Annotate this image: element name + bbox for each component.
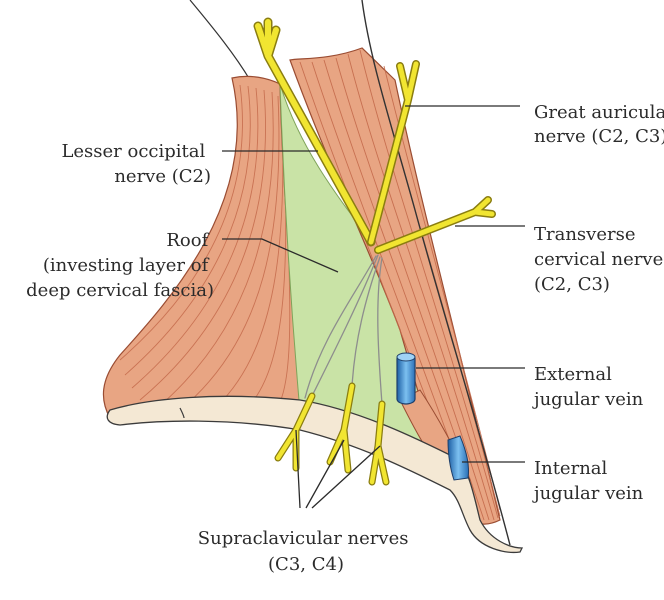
label-roof: Roof (investing layer of deep cervical f… xyxy=(26,230,214,301)
label-internal-jugular: Internal jugular vein xyxy=(532,458,644,504)
lesser-occipital-nerve xyxy=(253,17,376,247)
transverse-cervical-nerve xyxy=(374,196,496,254)
label-supraclavicular: Supraclavicular nerves (C3, C4) xyxy=(198,528,414,575)
internal-jugular-vein xyxy=(447,435,469,481)
leader-supraclavicular xyxy=(295,429,381,509)
labels: Great auricular nerve (C2, C3) Lesser oc… xyxy=(26,102,664,575)
label-transverse-cervical: Transverse cervical nerve (C2, C3) xyxy=(534,224,664,295)
great-auricular-nerve xyxy=(367,60,420,246)
external-jugular-vein xyxy=(396,352,416,405)
label-great-auricular: Great auricular nerve (C2, C3) xyxy=(534,102,664,147)
neck-outline xyxy=(361,0,511,546)
supraclavicular-trunks xyxy=(304,254,383,405)
label-external-jugular: External jugular vein xyxy=(532,364,644,410)
label-lesser-occipital: Lesser occipital nerve (C2) xyxy=(61,141,211,187)
leader-lines xyxy=(222,105,525,509)
nerves xyxy=(253,17,496,486)
clavicle xyxy=(106,395,524,554)
supraclavicular-nerve-branches xyxy=(274,382,390,486)
trapezius-outline xyxy=(189,0,251,81)
leader-roof xyxy=(222,238,339,273)
